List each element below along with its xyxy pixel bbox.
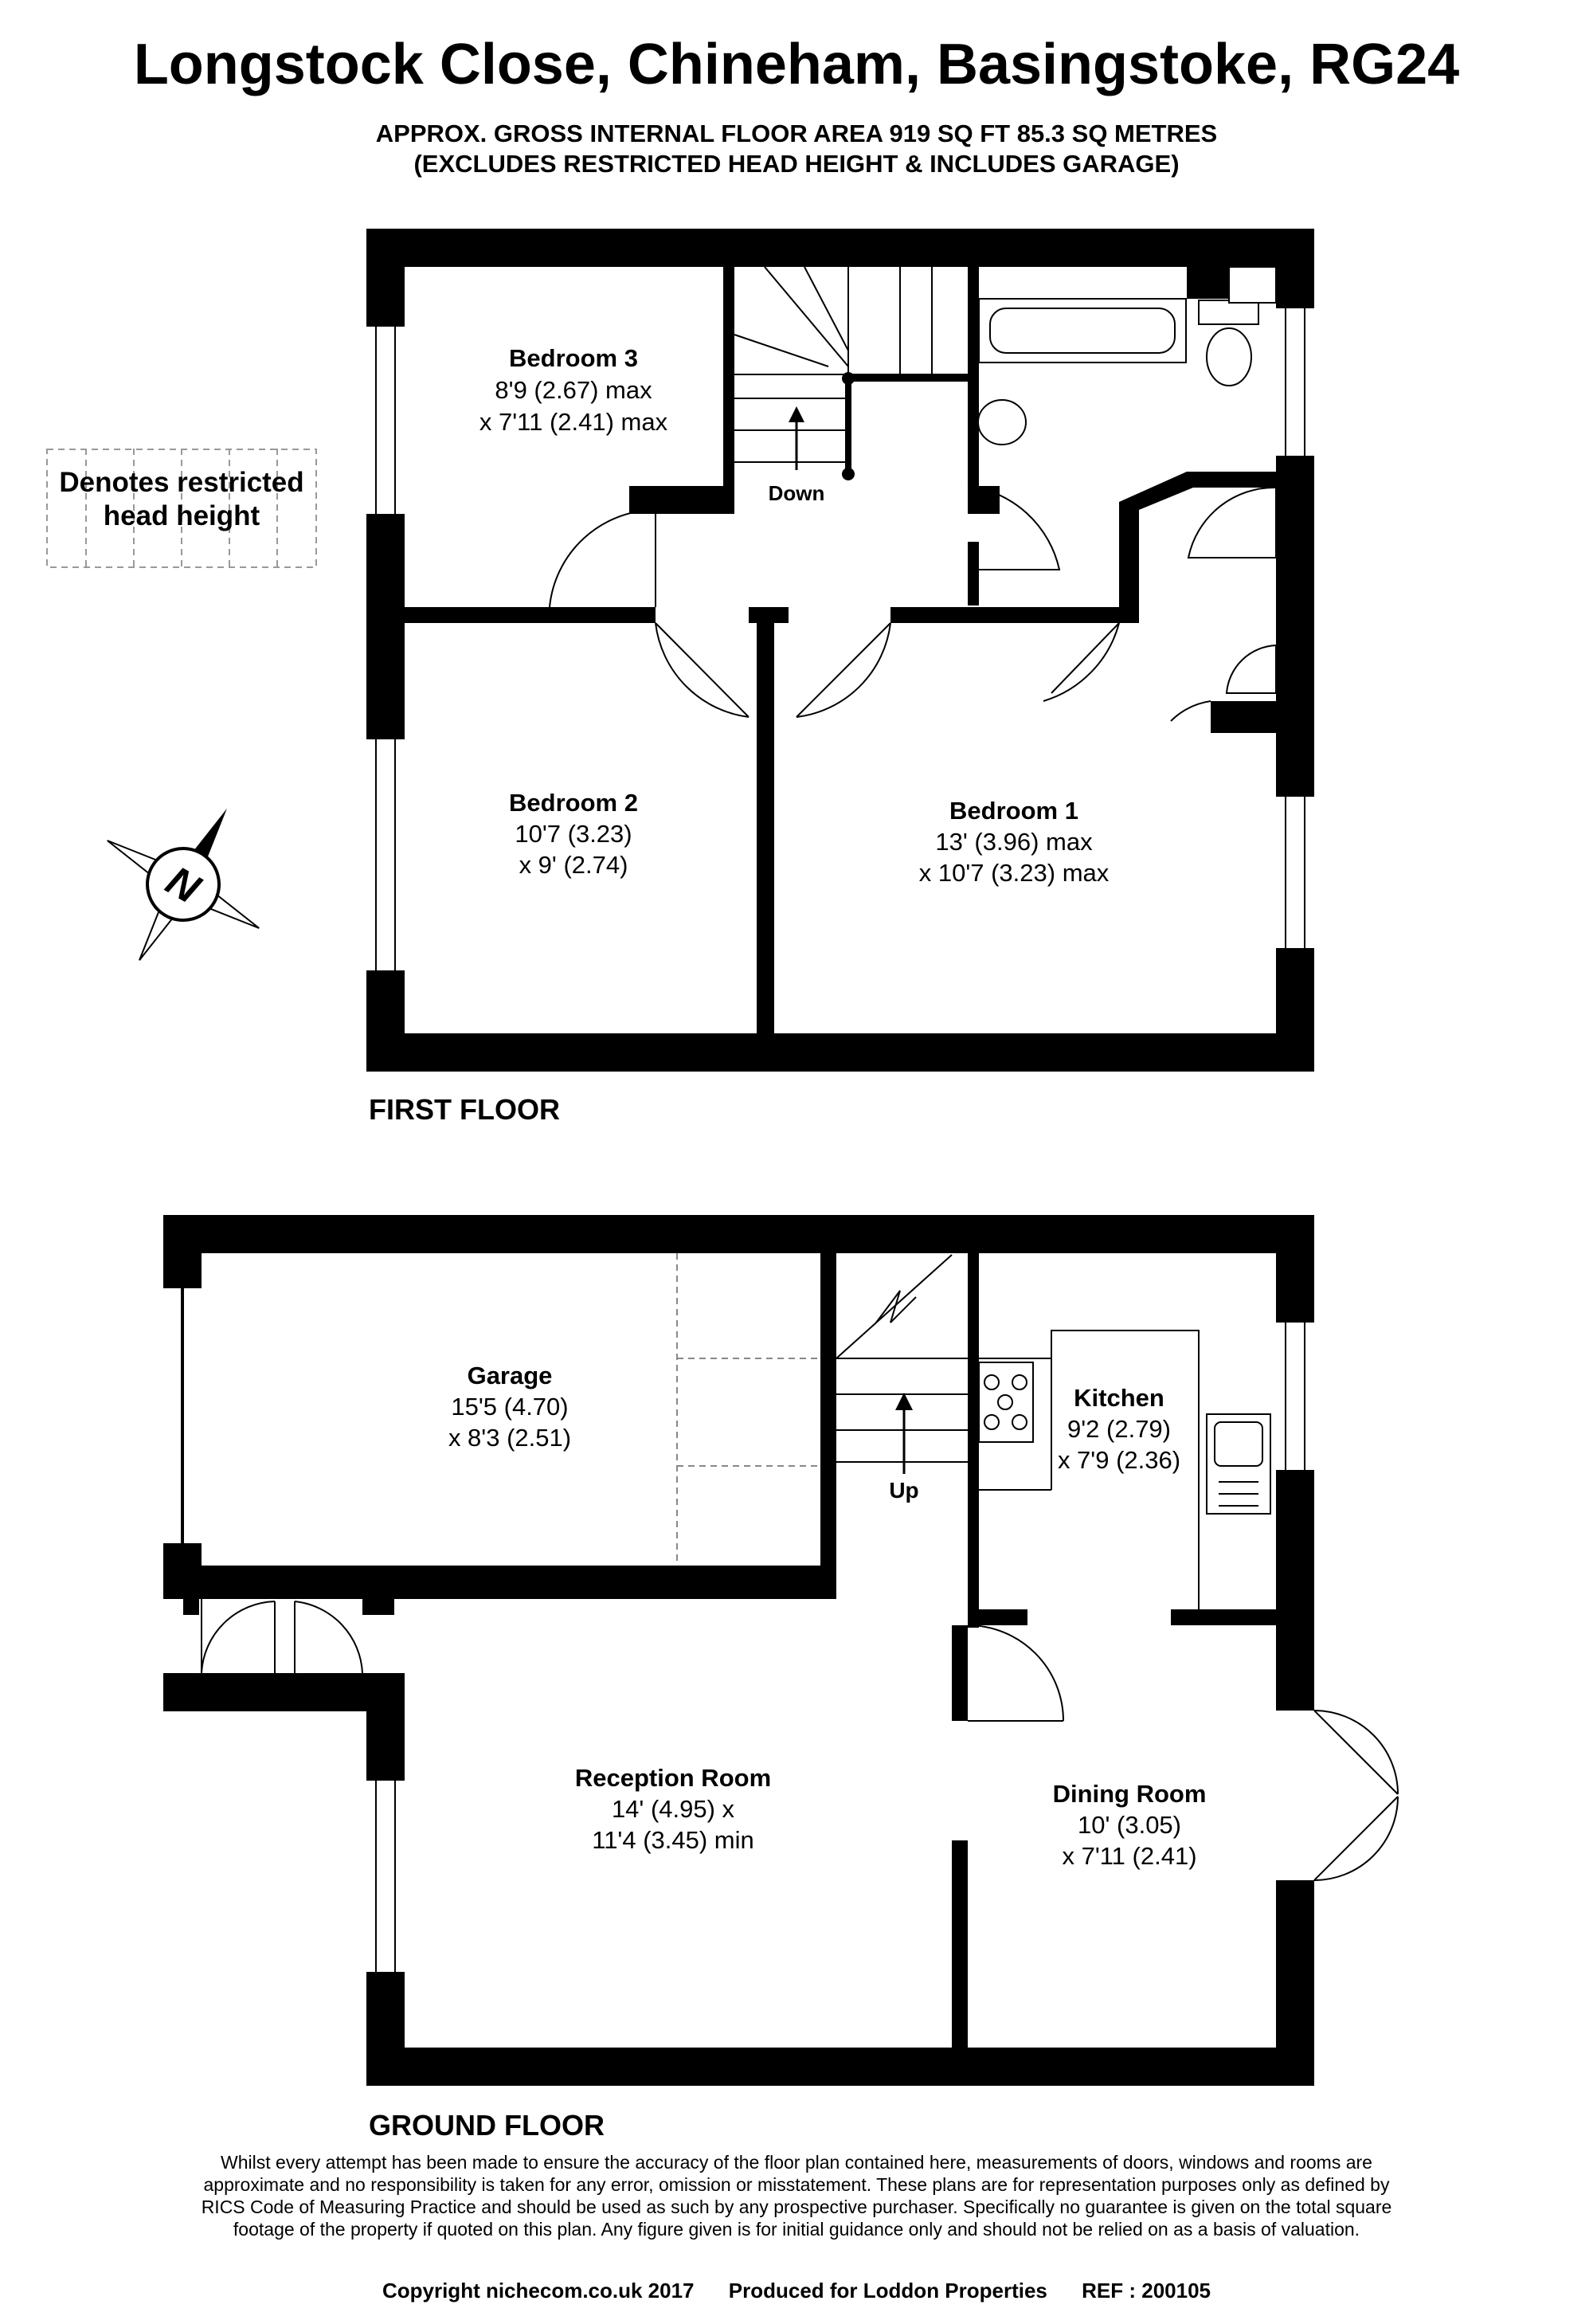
ff-bathroom-fittings bbox=[977, 266, 1277, 694]
ground-floor-plan: Garage 15'5 (4.70) x 8'3 (2.51) Kitchen … bbox=[163, 1215, 1399, 2142]
gf-kitchen-fittings bbox=[978, 1330, 1271, 1609]
room-dim1-bedroom-1: 13' (3.96) max bbox=[935, 828, 1093, 856]
room-dim1-bedroom-2: 10'7 (3.23) bbox=[515, 820, 632, 848]
room-dim1-dining-room: 10' (3.05) bbox=[1078, 1811, 1181, 1839]
ff-stairs bbox=[734, 266, 968, 474]
room-name-garage: Garage bbox=[468, 1362, 553, 1389]
gf-wall-top bbox=[163, 1215, 1314, 1253]
floor-area-note: (EXCLUDES RESTRICTED HEAD HEIGHT & INCLU… bbox=[413, 150, 1180, 178]
room-dim2-bedroom-3: x 7'11 (2.41) max bbox=[479, 408, 668, 436]
room-dim1-kitchen: 9'2 (2.79) bbox=[1067, 1415, 1171, 1443]
stairs-down-label: Down bbox=[769, 481, 825, 505]
room-dim2-bedroom-2: x 9' (2.74) bbox=[519, 851, 628, 879]
ff-stairs-arrow bbox=[789, 406, 804, 422]
room-dim1-garage: 15'5 (4.70) bbox=[451, 1393, 568, 1421]
room-dim1-bedroom-3: 8'9 (2.67) max bbox=[495, 376, 652, 404]
first-floor-label: FIRST FLOOR bbox=[369, 1093, 560, 1126]
ff-wall-bottom bbox=[366, 1033, 1314, 1072]
legend-dashed-box-icon bbox=[46, 449, 317, 568]
gf-doors bbox=[201, 1599, 1399, 1881]
room-name-bedroom-1: Bedroom 1 bbox=[949, 797, 1078, 825]
ff-windows bbox=[366, 308, 1314, 970]
footer-produced: Produced for Loddon Properties bbox=[728, 2279, 1047, 2302]
compass-icon bbox=[107, 808, 260, 961]
room-name-bedroom-3: Bedroom 3 bbox=[509, 344, 638, 372]
gf-garage-wall bbox=[202, 1566, 831, 1599]
room-name-bedroom-2: Bedroom 2 bbox=[509, 789, 638, 817]
room-dim1-reception-room: 14' (4.95) x bbox=[612, 1795, 735, 1823]
legend-line-1: Denotes restricted bbox=[59, 467, 304, 498]
gf-stairs-arrow bbox=[895, 1393, 913, 1410]
room-name-kitchen: Kitchen bbox=[1074, 1384, 1164, 1412]
gf-windows bbox=[366, 1323, 1314, 1972]
ff-wall-top bbox=[366, 229, 1314, 267]
gf-wall-bottom bbox=[366, 2048, 1314, 2086]
ff-doors bbox=[549, 485, 1211, 722]
room-dim2-bedroom-1: x 10'7 (3.23) max bbox=[919, 859, 1110, 887]
room-dim2-garage: x 8'3 (2.51) bbox=[448, 1424, 571, 1452]
room-dim2-dining-room: x 7'11 (2.41) bbox=[1062, 1842, 1196, 1870]
room-name-dining-room: Dining Room bbox=[1053, 1780, 1207, 1808]
footer-ref: REF : 200105 bbox=[1082, 2279, 1211, 2302]
ff-internal-walls bbox=[405, 267, 1276, 1033]
legend-line-2: head height bbox=[103, 500, 260, 531]
page-title: Longstock Close, Chineham, Basingstoke, … bbox=[133, 33, 1460, 96]
room-name-reception-room: Reception Room bbox=[575, 1764, 771, 1792]
room-dim2-reception-room: 11'4 (3.45) min bbox=[592, 1826, 754, 1854]
restricted-head-height-legend: Denotes restricted head height bbox=[46, 449, 317, 568]
footer-copyright: Copyright nichecom.co.uk 2017 bbox=[382, 2279, 695, 2302]
gf-wall-entry bbox=[163, 1673, 405, 1711]
gf-restricted-head-height bbox=[676, 1253, 820, 1566]
gf-internal-walls bbox=[952, 1253, 1276, 2048]
footer: Copyright nichecom.co.uk 2017 Produced f… bbox=[0, 2279, 1593, 2303]
gf-stairs bbox=[836, 1254, 968, 1474]
room-dim2-kitchen: x 7'9 (2.36) bbox=[1058, 1446, 1180, 1474]
ground-floor-label: GROUND FLOOR bbox=[369, 2109, 605, 2142]
floor-area-line: APPROX. GROSS INTERNAL FLOOR AREA 919 SQ… bbox=[375, 120, 1218, 147]
stairs-up-label: Up bbox=[889, 1478, 918, 1503]
first-floor-plan: Bedroom 3 8'9 (2.67) max x 7'11 (2.41) m… bbox=[366, 229, 1314, 1126]
disclaimer-text: Whilst every attempt has been made to en… bbox=[201, 2152, 1392, 2240]
